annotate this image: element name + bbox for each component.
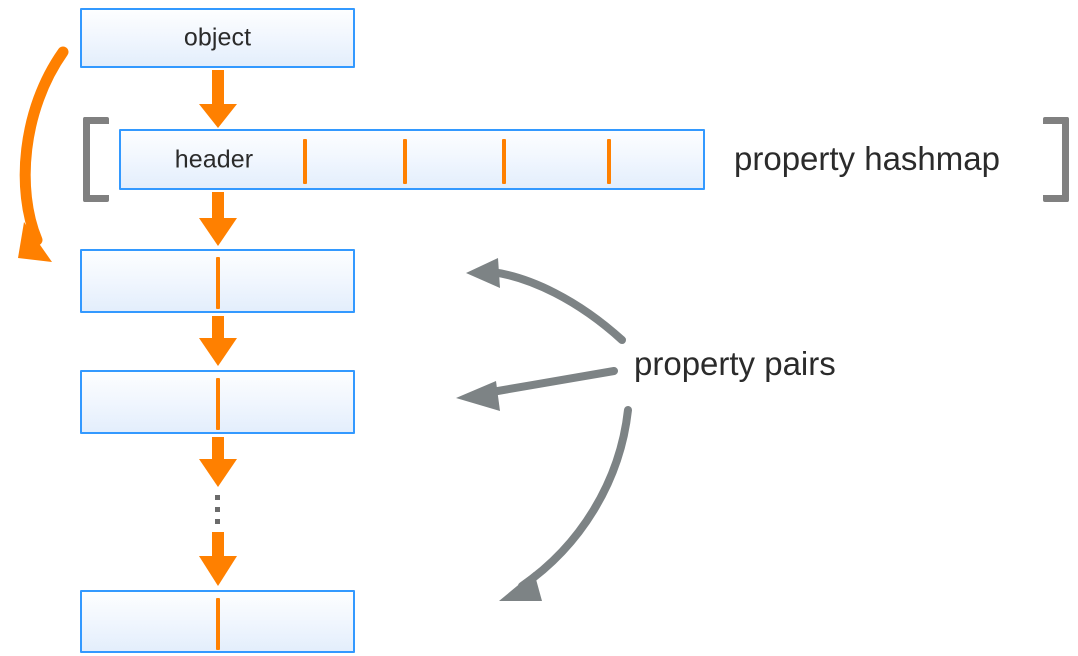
property-pair-divider-1 xyxy=(216,257,220,309)
property-pairs-label: property pairs xyxy=(634,345,836,382)
property-hashmap-label: property hashmap xyxy=(734,140,1000,177)
ellipsis-dot-1 xyxy=(215,495,220,500)
property-pair-box-2 xyxy=(80,370,355,434)
orange-curved-arrow xyxy=(18,46,69,262)
gray-arrow-to-pair-2 xyxy=(456,367,618,411)
object-box-label: object xyxy=(183,23,252,52)
property-pair-box-1 xyxy=(80,249,355,313)
header-box-label: header xyxy=(174,145,254,173)
ellipsis-dot-2 xyxy=(215,507,220,512)
orange-arrow-header-to-pair-1 xyxy=(199,192,237,246)
property-pair-divider-n xyxy=(216,598,220,650)
object-box: object xyxy=(80,8,355,68)
header-box: header xyxy=(119,129,705,190)
property-pair-box-n xyxy=(80,590,355,653)
orange-arrow-object-to-header xyxy=(199,70,237,128)
header-slot-divider-2 xyxy=(403,139,407,184)
header-slot-divider-4 xyxy=(607,139,611,184)
hashmap-bracket-right xyxy=(1043,117,1069,202)
orange-arrow-pair-2-to-ellipsis xyxy=(199,437,237,487)
property-pair-divider-2 xyxy=(216,378,220,430)
gray-arrow-to-pair-1 xyxy=(466,258,626,344)
gray-arrow-to-pair-n xyxy=(499,406,632,601)
header-slot-divider-3 xyxy=(502,139,506,184)
hashmap-bracket-left xyxy=(83,117,109,202)
header-slot-divider-1 xyxy=(303,139,307,184)
orange-arrow-ellipsis-to-pair-n xyxy=(199,532,237,586)
ellipsis-dot-3 xyxy=(215,519,220,524)
orange-arrow-pair-1-to-pair-2 xyxy=(199,316,237,366)
